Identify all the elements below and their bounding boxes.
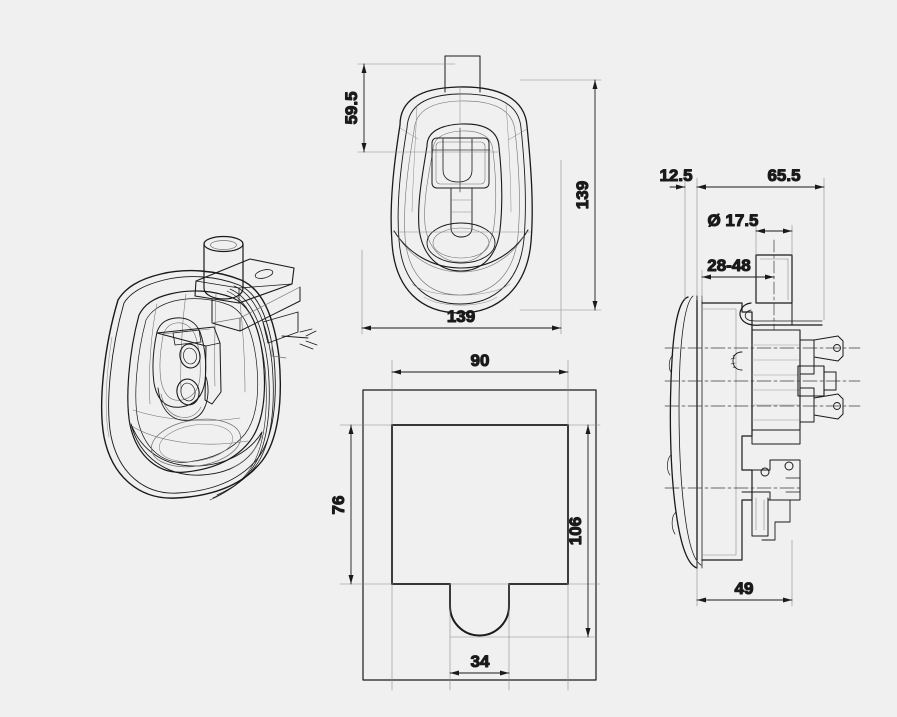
lock-hole-upper — [179, 343, 201, 369]
side-lever-upper — [813, 335, 844, 362]
dim-label-139-horizontal: 139 — [447, 307, 475, 326]
front-outer-outline-3 — [404, 100, 520, 296]
front-lower-cup-2 — [397, 235, 525, 273]
side-actuator-stop — [785, 477, 801, 493]
pocket-ellipse-inner — [159, 424, 233, 462]
lock-hole-lower — [176, 378, 200, 406]
front-facet-bottom-2 — [423, 296, 498, 306]
dim-label-139-vertical: 139 — [573, 181, 592, 209]
side-actuator-pin-2 — [784, 461, 794, 471]
side-lock-barrel-inner — [759, 258, 789, 301]
lock-hole-upper-inner — [183, 347, 197, 365]
bracket-slot — [254, 269, 274, 279]
bracket-shelf-fold — [211, 286, 301, 324]
front-paddle-stem — [450, 187, 473, 229]
bezel-facet-1 — [149, 303, 158, 405]
side-actuator-lever-inner — [755, 497, 765, 531]
isometric-perspective-view — [100, 235, 318, 501]
iso-shade-2 — [228, 435, 263, 471]
panel-cutout-view: 90 76 106 34 — [328, 350, 601, 691]
dim-label-diameter-17-5: Ø 17.5 — [707, 211, 758, 230]
side-bezel-notch-1 — [668, 354, 674, 373]
lock-hole-lower-inner — [180, 382, 196, 402]
escutcheon-fold-1 — [205, 342, 221, 347]
front-stem-sides — [444, 55, 481, 93]
dim-label-106: 106 — [566, 517, 585, 545]
front-facet-r — [505, 104, 512, 213]
front-outer-outline-2 — [397, 93, 526, 305]
front-paddle-stem-ribs — [451, 199, 472, 213]
lock-barrel-cylinder — [203, 243, 244, 300]
dim-label-90: 90 — [471, 351, 490, 370]
actuator-tip-detail — [299, 328, 318, 350]
actuator-rod — [281, 335, 309, 339]
side-section-view: 12.5 65.5 Ø 17.5 28-48 49 — [659, 165, 861, 607]
dim-label-12-5: 12.5 — [659, 166, 692, 185]
side-spring-detail — [732, 351, 743, 371]
front-facet-l — [411, 104, 418, 213]
front-facet-tl — [399, 127, 528, 141]
dim-label-76: 76 — [329, 496, 348, 515]
paddle-escutcheon — [156, 326, 222, 405]
bezel-outer-edge — [100, 269, 281, 499]
bezel-facet-4 — [239, 301, 246, 393]
lock-barrel-top-inner — [210, 240, 237, 250]
side-hook-upper — [739, 302, 823, 326]
side-cam-ribs — [751, 344, 801, 421]
actuator-bracket — [271, 341, 287, 359]
bezel-rim-band-2 — [212, 288, 270, 499]
bezel-facet-5 — [132, 409, 241, 421]
pocket-ellipse-outer — [151, 418, 241, 468]
side-actuator-link — [761, 499, 791, 541]
side-cam-base — [751, 429, 801, 445]
front-inner-cavity — [418, 123, 503, 272]
front-paddle-pad — [431, 137, 490, 189]
bezel-outer-edge-inner — [108, 276, 276, 494]
side-bezel-face-2 — [678, 295, 702, 566]
side-body-outline — [701, 302, 753, 561]
front-elevation-view: 59.5 139 139 — [341, 55, 602, 335]
front-facet-bottom — [411, 283, 511, 296]
dim-label-65-5: 65.5 — [767, 166, 800, 185]
side-bezel-notch-2 — [667, 454, 672, 476]
side-lever-lower — [813, 393, 844, 420]
dim-label-34: 34 — [471, 652, 490, 671]
lock-barrel-top — [203, 235, 244, 253]
pocket-lip — [130, 423, 263, 476]
dim-label-49: 49 — [735, 579, 754, 598]
front-outer-outline — [390, 86, 533, 314]
front-paddle-pad-inner — [435, 141, 486, 185]
bezel-facet-3 — [214, 293, 217, 387]
front-lower-cup — [393, 229, 529, 269]
cutout-panel-outline — [362, 389, 597, 681]
bezel-facet-6 — [129, 424, 249, 445]
side-bezel-face — [669, 296, 698, 569]
dim-label-28-48: 28-48 — [707, 256, 750, 275]
side-hook-upper-2 — [744, 309, 823, 322]
paddle-handle-body-inner — [159, 322, 201, 401]
iso-shade-1 — [105, 336, 113, 438]
side-actuator-pin-1 — [760, 467, 770, 477]
side-spring-coils — [730, 353, 737, 369]
front-pocket-ellipse-2 — [432, 227, 490, 259]
escutcheon-fold-2 — [204, 399, 213, 405]
paddle-pull-lip-inner — [160, 393, 202, 418]
side-actuator-lever — [751, 489, 769, 537]
front-paddle-stem-end — [450, 227, 473, 238]
paddle-pull-lip — [157, 376, 209, 421]
actuator-arm — [262, 311, 299, 344]
front-pocket-ellipse — [426, 222, 496, 264]
side-body-outline-inner — [701, 308, 737, 556]
keyhole-slot — [172, 329, 202, 346]
side-bezel-notch-3 — [671, 511, 677, 535]
dim-label-59-5: 59.5 — [342, 91, 361, 124]
bezel-inner-opening-2 — [135, 298, 258, 463]
front-key-barrel — [442, 138, 473, 183]
front-inner-cavity-2 — [424, 130, 497, 263]
